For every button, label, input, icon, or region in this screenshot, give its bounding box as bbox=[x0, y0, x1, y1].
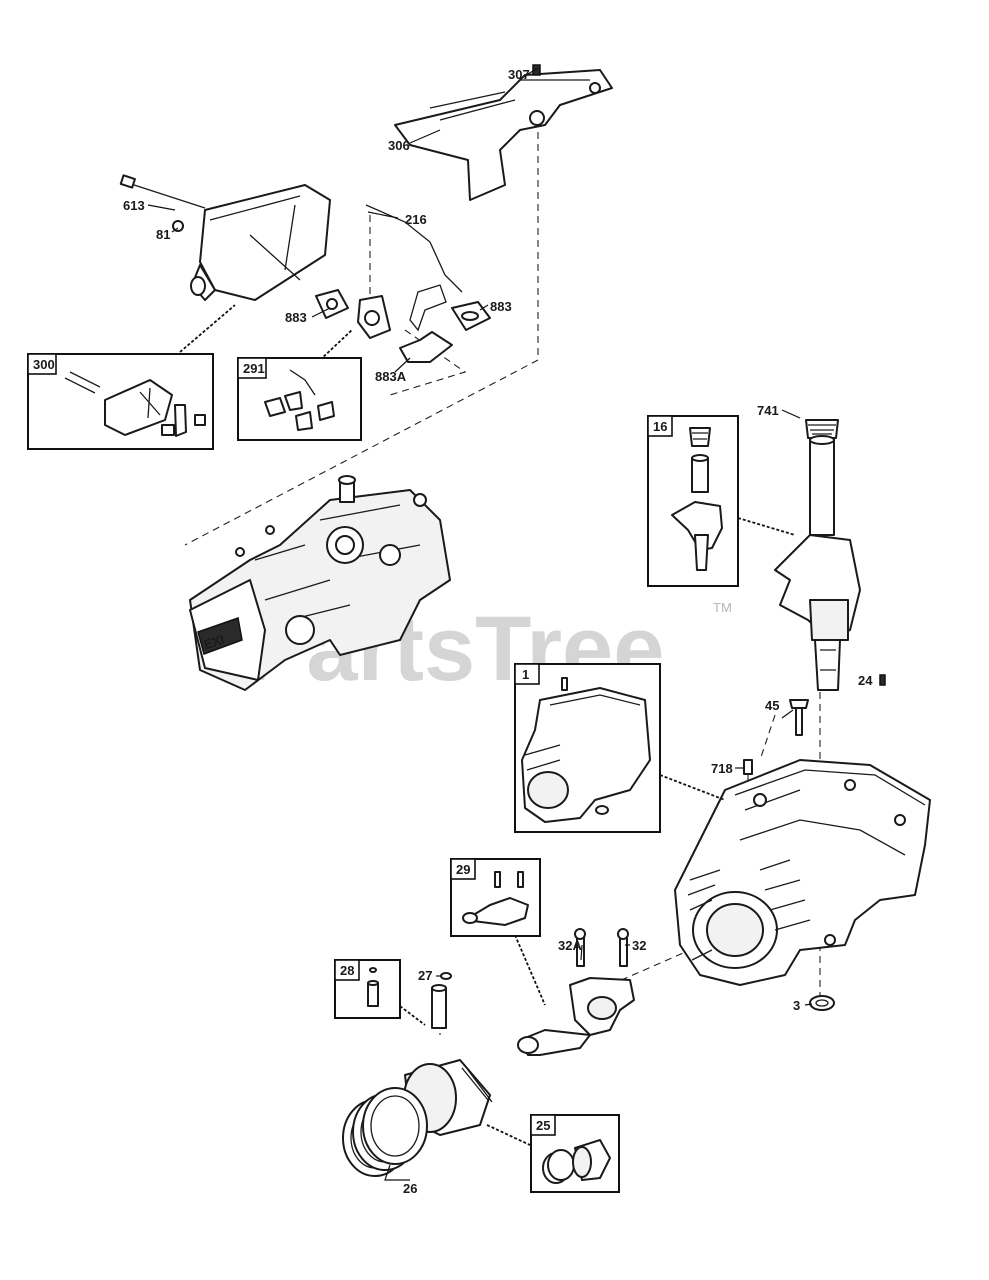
kit-box-29[interactable]: 29 bbox=[450, 858, 541, 937]
kit-box-291-label: 291 bbox=[243, 361, 265, 376]
kit-box-300[interactable]: 300 bbox=[27, 353, 214, 450]
connecting-rod-part bbox=[517, 928, 635, 1056]
kit-box-25[interactable]: 25 bbox=[530, 1114, 620, 1193]
callout-883A: 883A bbox=[375, 369, 407, 384]
engine-badge: EXI bbox=[202, 632, 227, 653]
governor-bracket-part bbox=[394, 64, 613, 201]
kit-box-1[interactable]: 1 bbox=[514, 663, 661, 833]
wrist-pin-part bbox=[431, 972, 452, 1029]
kit-box-25-label: 25 bbox=[536, 1118, 550, 1133]
callout-32A: 32A bbox=[558, 938, 582, 953]
kit-box-29-label: 29 bbox=[456, 862, 470, 877]
callout-306: 306 bbox=[388, 138, 410, 153]
callout-32: 32 bbox=[632, 938, 646, 953]
callout-81: 81 bbox=[156, 227, 170, 242]
crankcase-part bbox=[674, 699, 931, 1011]
callout-718: 718 bbox=[711, 761, 733, 776]
muffler-part bbox=[119, 174, 331, 301]
kit-box-28[interactable]: 28 bbox=[334, 959, 401, 1019]
watermark-trademark: TM bbox=[713, 600, 732, 615]
engine-assembly-part: EXI bbox=[189, 475, 451, 691]
kit-box-28-label: 28 bbox=[340, 963, 354, 978]
kit-box-16-label: 16 bbox=[653, 419, 667, 434]
callout-883-right: 883 bbox=[490, 299, 512, 314]
kit-leaders bbox=[179, 304, 796, 1146]
kit-box-1-label: 1 bbox=[522, 667, 529, 682]
callout-leaders bbox=[147, 67, 813, 1006]
callout-883-left: 883 bbox=[285, 310, 307, 325]
callout-26: 26 bbox=[403, 1181, 417, 1196]
callout-613: 613 bbox=[123, 198, 145, 213]
kit-box-300-label: 300 bbox=[33, 357, 55, 372]
callout-216: 216 bbox=[405, 212, 427, 227]
kit-box-16[interactable]: 16 bbox=[647, 415, 739, 587]
callout-741: 741 bbox=[757, 403, 779, 418]
callout-307: 307 bbox=[508, 67, 530, 82]
callout-45: 45 bbox=[765, 698, 779, 713]
crankshaft-part bbox=[774, 419, 886, 691]
callout-24: 24 bbox=[858, 673, 873, 688]
kit-box-291[interactable]: 291 bbox=[237, 357, 362, 441]
callout-27: 27 bbox=[418, 968, 432, 983]
callout-3: 3 bbox=[793, 998, 800, 1013]
callout-labels: 307 306 613 81 216 883 883 883A 741 24 4… bbox=[123, 67, 873, 1196]
piston-part bbox=[342, 1059, 493, 1181]
